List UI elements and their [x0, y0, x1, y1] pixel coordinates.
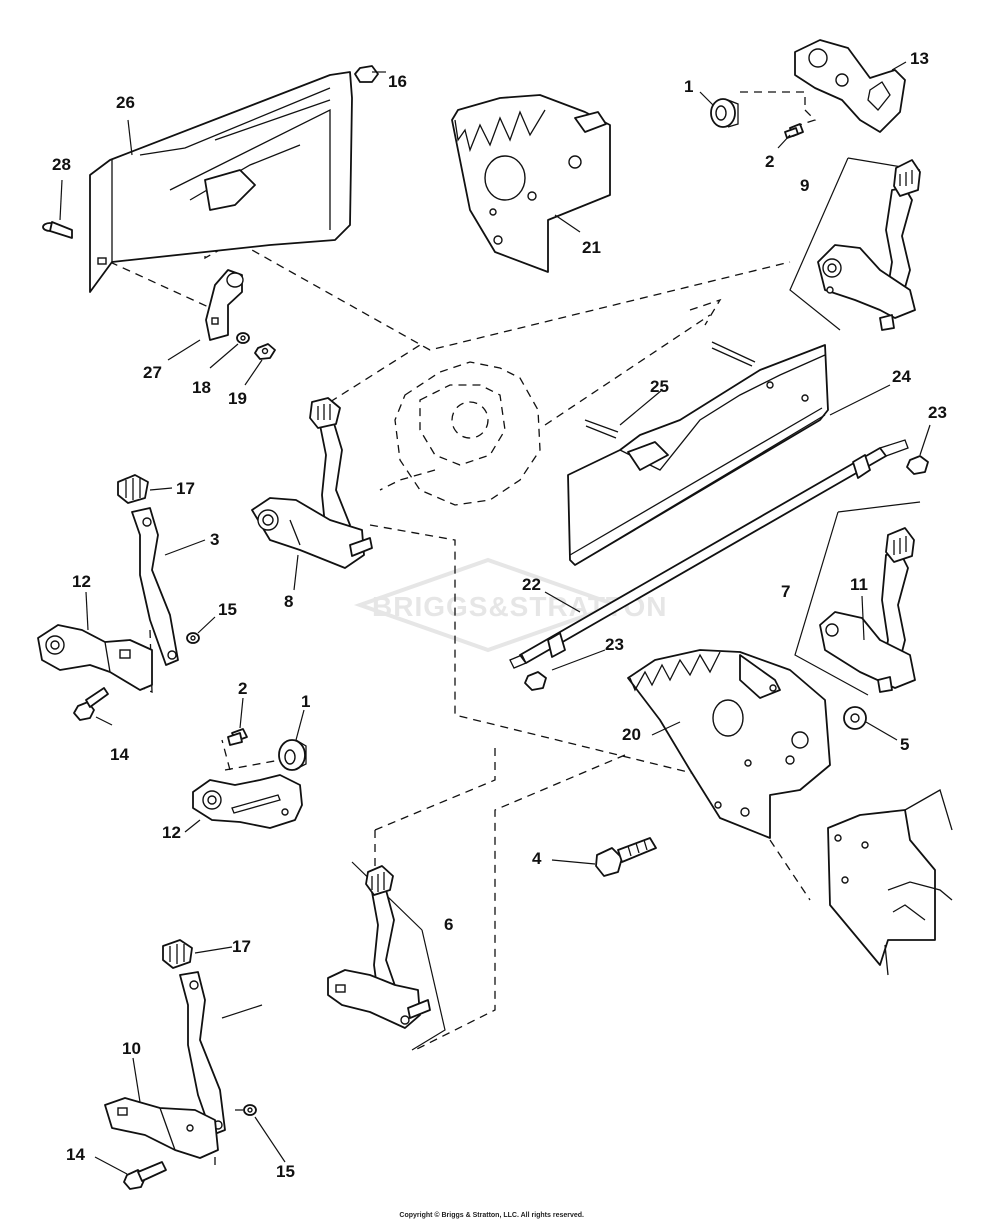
part-10-bracket	[104, 1097, 219, 1159]
part-3-lever	[131, 507, 179, 666]
part-15-washer-upper	[186, 632, 200, 644]
callout-11: 11	[850, 575, 868, 594]
callout-labels: 1 2 13 16 26 28 21 9 27 18 19 25 24 23 1…	[52, 49, 947, 1181]
part-1-bushing-lower	[278, 739, 307, 771]
callout-26: 26	[116, 93, 135, 112]
part-24-cover	[567, 344, 829, 566]
callout-18: 18	[192, 378, 211, 397]
callout-10: 10	[122, 1039, 141, 1058]
part-5-bushing	[843, 706, 867, 730]
callout-19: 19	[228, 389, 247, 408]
callout-7: 7	[781, 582, 790, 601]
callout-24: 24	[892, 367, 911, 386]
callout-25: 25	[650, 377, 669, 396]
callout-23-right: 23	[928, 403, 947, 422]
callout-27: 27	[143, 363, 162, 382]
part-23-nut-right	[906, 455, 929, 475]
part-25-cotter-pins	[584, 341, 756, 439]
callout-8: 8	[284, 592, 293, 611]
callout-1-top: 1	[684, 77, 693, 96]
part-21-plate	[451, 94, 611, 273]
copyright-notice: Copyright © Briggs & Stratton, LLC. All …	[399, 1212, 584, 1219]
part-13-bracket	[794, 39, 906, 133]
part-26-housing	[89, 71, 353, 293]
part-9-lever-assembly	[789, 157, 921, 331]
part-17-knob-upper	[117, 474, 149, 504]
callout-17-lower: 17	[232, 937, 251, 956]
part-18-washer	[236, 332, 250, 344]
part-22-rod	[509, 439, 909, 669]
callout-3: 3	[210, 530, 219, 549]
engine-outline	[379, 298, 722, 506]
callout-14-upper: 14	[110, 745, 129, 764]
part-6-lever-assembly	[327, 861, 446, 1051]
part-17-knob-lower	[162, 939, 193, 969]
part-14-bolt-lower	[123, 1161, 167, 1190]
part-19-nut	[254, 343, 276, 360]
callout-12-left: 12	[72, 572, 91, 591]
part-23-nut-left	[524, 671, 547, 691]
part-1-bushing-top	[710, 98, 739, 128]
part-7-lever-assembly	[794, 501, 921, 696]
assembly-lines	[109, 91, 817, 1165]
part-27-bracket	[205, 269, 244, 341]
part-4-bolt	[595, 837, 657, 877]
part-20-plate	[627, 649, 831, 839]
part-12-bracket-left	[37, 624, 153, 691]
callout-15-lower: 15	[276, 1162, 295, 1181]
part-2-screw-top	[784, 123, 804, 139]
lever-lower	[179, 971, 263, 1136]
part-14-bolt-upper	[73, 687, 109, 721]
callout-17-upper: 17	[176, 479, 195, 498]
part-28-screw	[42, 221, 73, 239]
part-16-nut	[354, 65, 379, 83]
callout-2-top: 2	[765, 152, 774, 171]
callout-28: 28	[52, 155, 71, 174]
callout-9: 9	[800, 176, 809, 195]
callout-21: 21	[582, 238, 601, 257]
callout-leaders	[59, 61, 931, 1175]
part-2-screw-lower	[227, 728, 248, 746]
callout-12-lower: 12	[162, 823, 181, 842]
callout-15-upper: 15	[218, 600, 237, 619]
callout-22: 22	[522, 575, 541, 594]
part-8-lever-assembly	[251, 397, 373, 569]
frame-section	[827, 789, 953, 976]
callout-23-center: 23	[605, 635, 624, 654]
callout-1-lower: 1	[301, 692, 310, 711]
callout-4: 4	[532, 849, 542, 868]
part-15-washer-lower	[243, 1104, 257, 1116]
callout-14-lower: 14	[66, 1145, 85, 1164]
callout-20: 20	[622, 725, 641, 744]
callout-16: 16	[388, 72, 407, 91]
callout-13: 13	[910, 49, 929, 68]
callout-6: 6	[444, 915, 453, 934]
callout-2-lower: 2	[238, 679, 247, 698]
callout-5: 5	[900, 735, 909, 754]
part-12-bracket-lower	[192, 774, 303, 829]
